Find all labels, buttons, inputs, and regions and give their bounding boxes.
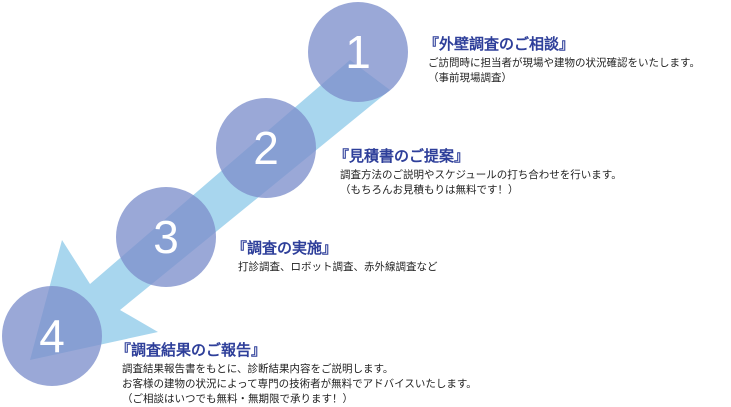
step-circle-1-shape bbox=[308, 2, 408, 102]
step-circle-3-shape bbox=[116, 187, 216, 287]
step-2-title: 『見積書のご提案』 bbox=[334, 147, 470, 165]
step-4-title: 『調査結果のご報告』 bbox=[116, 341, 267, 359]
step-3-title: 『調査の実施』 bbox=[232, 239, 338, 257]
step-1-text: 『外壁調査のご相談』 ご訪問時に担当者が現場や建物の状況確認をいたします。 （事… bbox=[424, 34, 700, 86]
step-circle-2: 2 bbox=[216, 98, 316, 198]
step-1-title: 『外壁調査のご相談』 bbox=[424, 35, 575, 53]
step-number-4: 4 bbox=[39, 310, 65, 362]
step-4-line-2: お客様の建物の状況によって専門の技術者が無料でアドバイスいたします。 bbox=[122, 377, 477, 390]
step-number-1: 1 bbox=[345, 26, 371, 78]
step-circle-1: 1 bbox=[308, 2, 408, 102]
step-3-text: 『調査の実施』 打診調査、ロボット調査、赤外線調査など bbox=[232, 238, 438, 275]
step-1-line-2: （事前現場調査） bbox=[428, 71, 512, 84]
step-circle-2-shape bbox=[216, 98, 316, 198]
step-2-text: 『見積書のご提案』 調査方法のご説明やスケジュールの打ち合わせを行います。 （も… bbox=[334, 146, 622, 198]
step-circle-3: 3 bbox=[116, 187, 216, 287]
step-1-line-1: ご訪問時に担当者が現場や建物の状況確認をいたします。 bbox=[428, 56, 700, 69]
step-circle-4-shape bbox=[2, 286, 102, 386]
step-3-line-1: 打診調査、ロボット調査、赤外線調査など bbox=[238, 260, 438, 273]
step-2-line-2: （もちろんお見積もりは無料です！） bbox=[340, 183, 519, 196]
step-4-line-3: （ご相談はいつでも無料・無期限で承ります！） bbox=[122, 393, 353, 406]
step-4-text: 『調査結果のご報告』 調査結果報告書をもとに、診断結果内容をご説明します。 お客… bbox=[116, 340, 477, 407]
step-number-2: 2 bbox=[253, 122, 279, 174]
step-2-line-1: 調査方法のご説明やスケジュールの打ち合わせを行います。 bbox=[340, 168, 622, 181]
step-circle-4: 4 bbox=[2, 286, 102, 386]
step-4-line-1: 調査結果報告書をもとに、診断結果内容をご説明します。 bbox=[122, 362, 394, 375]
step-number-3: 3 bbox=[153, 211, 179, 263]
